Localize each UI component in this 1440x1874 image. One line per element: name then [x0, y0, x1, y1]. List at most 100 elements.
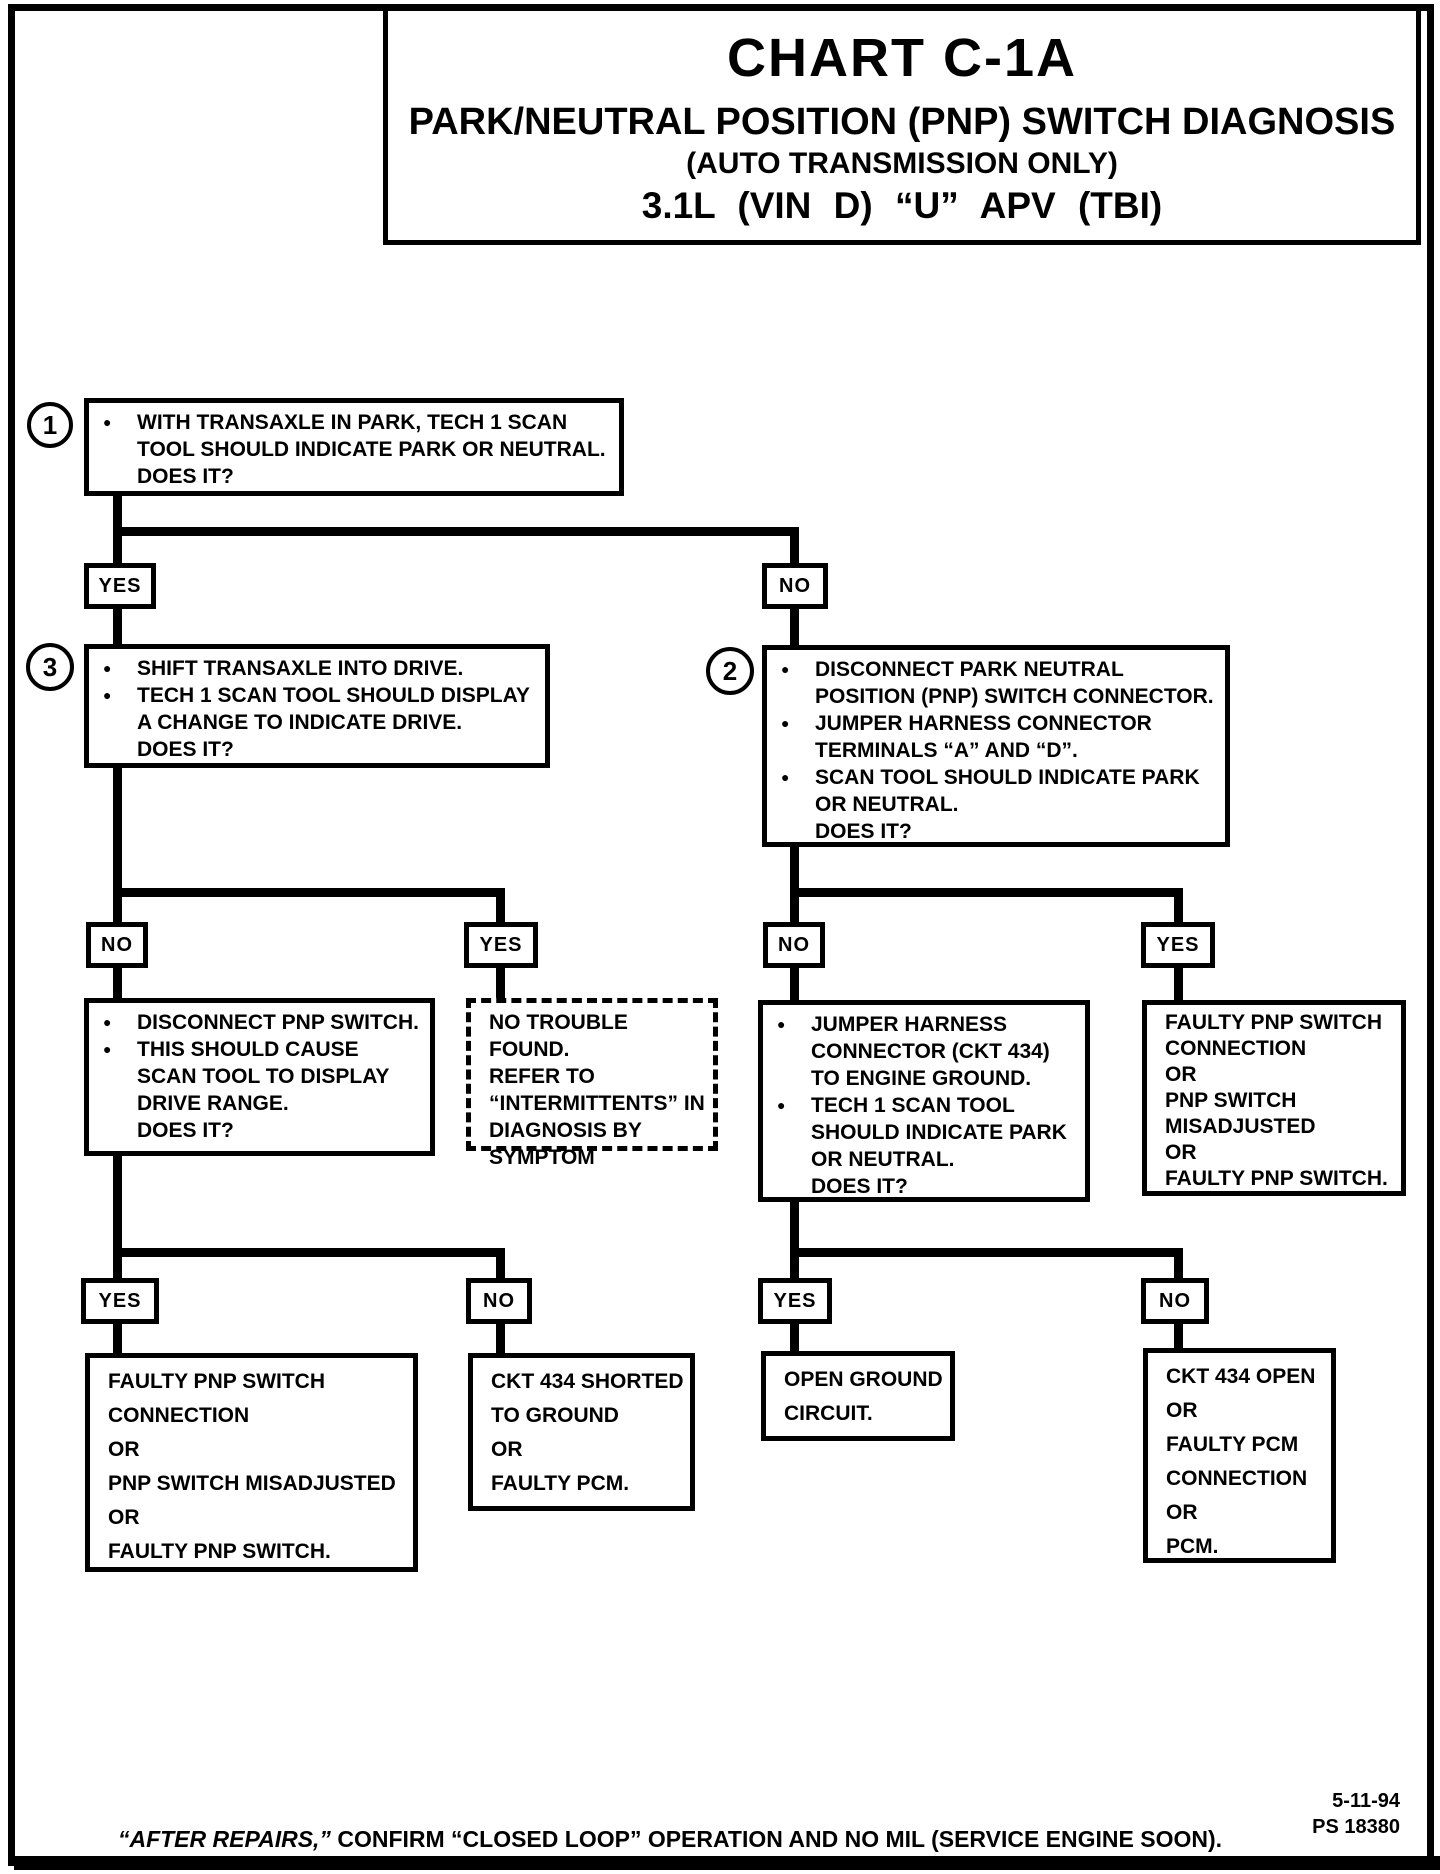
bullet-icon [103, 709, 137, 736]
flow-box-line: FAULTY PNP SWITCH. [108, 1535, 407, 1569]
footer-after-repairs: “AFTER REPAIRS,” [117, 1826, 331, 1852]
flow-box-line: POSITION (PNP) SWITCH CONNECTOR. [781, 683, 1219, 710]
flow-box-line: ● SCAN TOOL SHOULD INDICATE PARK [781, 764, 1219, 791]
flow-box-line: FAULTY PCM [1166, 1428, 1325, 1462]
step-number-circle-3: 3 [26, 643, 74, 691]
flow-box-line: ●JUMPER HARNESS [777, 1011, 1079, 1038]
connector-line [113, 968, 122, 998]
flow-box-line: OR [108, 1433, 407, 1467]
flow-box-text: “INTERMITTENTS” IN [489, 1092, 705, 1115]
bullet-icon [103, 463, 137, 490]
title-box: CHART C-1A PARK/NEUTRAL POSITION (PNP) S… [383, 6, 1421, 245]
flow-box-text: PCM. [1166, 1535, 1219, 1558]
connector-line [1174, 888, 1183, 922]
flow-box-text: OR NEUTRAL. [815, 793, 959, 816]
connector-line [1174, 1324, 1183, 1348]
connector-line [496, 1324, 505, 1353]
flow-box-text: OR [108, 1506, 140, 1529]
flow-box-line: CKT 434 SHORTED [491, 1365, 684, 1399]
bullet-icon [103, 1063, 137, 1090]
flow-box-text: OR NEUTRAL. [811, 1148, 955, 1171]
flow-box-line: TERMINALS “A” AND “D”. [781, 737, 1219, 764]
flow-box-text: DOES IT? [137, 738, 234, 761]
bullet-icon [781, 791, 815, 818]
flow-box-text: DISCONNECT PNP SWITCH. [137, 1011, 419, 1034]
engine-spec: 3.1L (VIN D) “U” APV (TBI) [641, 185, 1163, 226]
bullet-icon: ● [781, 769, 790, 785]
flow-box-line: DOES IT? [781, 818, 1219, 845]
connector-line [790, 1248, 1183, 1257]
bullet-icon: ● [777, 1016, 786, 1032]
flow-box-line: A CHANGE TO INDICATE DRIVE. [103, 709, 539, 736]
flow-box-text: A CHANGE TO INDICATE DRIVE. [137, 711, 463, 734]
flow-box-text: SHIFT TRANSAXLE INTO DRIVE. [137, 657, 464, 680]
bullet-icon [777, 1119, 811, 1146]
page-border [8, 4, 1434, 1866]
bullet-icon [777, 1065, 811, 1092]
connector-line [790, 1202, 799, 1278]
step-number-circle-1: 1 [27, 402, 73, 448]
bullet-icon [781, 683, 815, 710]
flow-box-line: TOOL SHOULD INDICATE PARK OR NEUTRAL. [103, 436, 613, 463]
flow-box-text: DOES IT? [137, 465, 234, 488]
flow-box-text: CONNECTOR (CKT 434) [811, 1040, 1050, 1063]
flow-box-text: SCAN TOOL SHOULD INDICATE PARK [815, 766, 1200, 789]
connector-line [790, 527, 799, 563]
flow-box-line: ●DISCONNECT PNP SWITCH. [103, 1009, 424, 1036]
flow-box-text: CONNECTION [108, 1404, 250, 1427]
decision-yes-2-left: YES [464, 922, 538, 968]
flow-box-line: DOES IT? [103, 1117, 424, 1144]
flow-box-line: CONNECTOR (CKT 434) [777, 1038, 1079, 1065]
flow-box-no-trouble-found: NO TROUBLE FOUND.REFER TO“INTERMITTENTS”… [466, 998, 718, 1169]
flow-box-line: CONNECTION [108, 1399, 407, 1433]
decision-no-2-left: NO [86, 922, 148, 968]
flow-box-line: OR [1166, 1496, 1325, 1530]
flow-box-line: OR NEUTRAL. [777, 1146, 1079, 1173]
footer-note: “AFTER REPAIRS,” CONFIRM “CLOSED LOOP” O… [100, 1826, 1240, 1853]
flow-box-line: SCAN TOOL TO DISPLAY [103, 1063, 424, 1090]
flow-box-line: CKT 434 OPEN [1166, 1360, 1325, 1394]
connector-line [1174, 968, 1183, 1000]
step-number-circle-2: 2 [706, 647, 754, 695]
flow-box-text: TECH 1 SCAN TOOL SHOULD DISPLAY [137, 684, 530, 707]
flow-box-text: MISADJUSTED [1165, 1115, 1316, 1138]
bullet-icon [777, 1146, 811, 1173]
flow-box-text: CKT 434 SHORTED [491, 1370, 684, 1393]
flow-box-text: DISCONNECT PARK NEUTRAL [815, 658, 1124, 681]
connector-line [113, 1324, 122, 1353]
flow-box-text: SYMPTOM [489, 1146, 595, 1169]
flow-box-text: TOOL SHOULD INDICATE PARK OR NEUTRAL. [137, 438, 606, 461]
bullet-icon: ● [103, 660, 112, 676]
flow-box-line: PNP SWITCH [1165, 1088, 1395, 1114]
flow-box-text: OR [1166, 1501, 1198, 1524]
flow-box-line: CIRCUIT. [784, 1397, 944, 1431]
flow-box-line: FAULTY PNP SWITCH [1165, 1010, 1395, 1036]
document-number: PS 18380 [1312, 1816, 1400, 1838]
flow-box-text: DOES IT? [811, 1175, 908, 1198]
bullet-icon: ● [781, 715, 790, 731]
decision-no-3-left: NO [466, 1278, 532, 1324]
flow-box-text: THIS SHOULD CAUSE [137, 1038, 359, 1061]
flow-box-line: TO ENGINE GROUND. [777, 1065, 1079, 1092]
decision-yes-3-right: YES [758, 1278, 832, 1324]
flow-box-line: DOES IT? [777, 1173, 1079, 1200]
connector-line [790, 1324, 799, 1351]
flow-box-line: FAULTY PCM. [491, 1467, 684, 1501]
flow-box-line: “INTERMITTENTS” IN [489, 1090, 707, 1117]
flow-box-line: DRIVE RANGE. [103, 1090, 424, 1117]
connector-line [113, 1156, 122, 1278]
connector-line [113, 888, 505, 897]
flow-box-text: FAULTY PNP SWITCH. [108, 1540, 331, 1563]
flow-box-text: OR [1165, 1141, 1197, 1164]
flow-box-text: REFER TO [489, 1065, 595, 1088]
flow-box-text: OR [108, 1438, 140, 1461]
flow-box-line: PCM. [1166, 1530, 1325, 1564]
flow-box-text: FAULTY PNP SWITCH [108, 1370, 326, 1393]
connector-line [790, 968, 799, 1000]
